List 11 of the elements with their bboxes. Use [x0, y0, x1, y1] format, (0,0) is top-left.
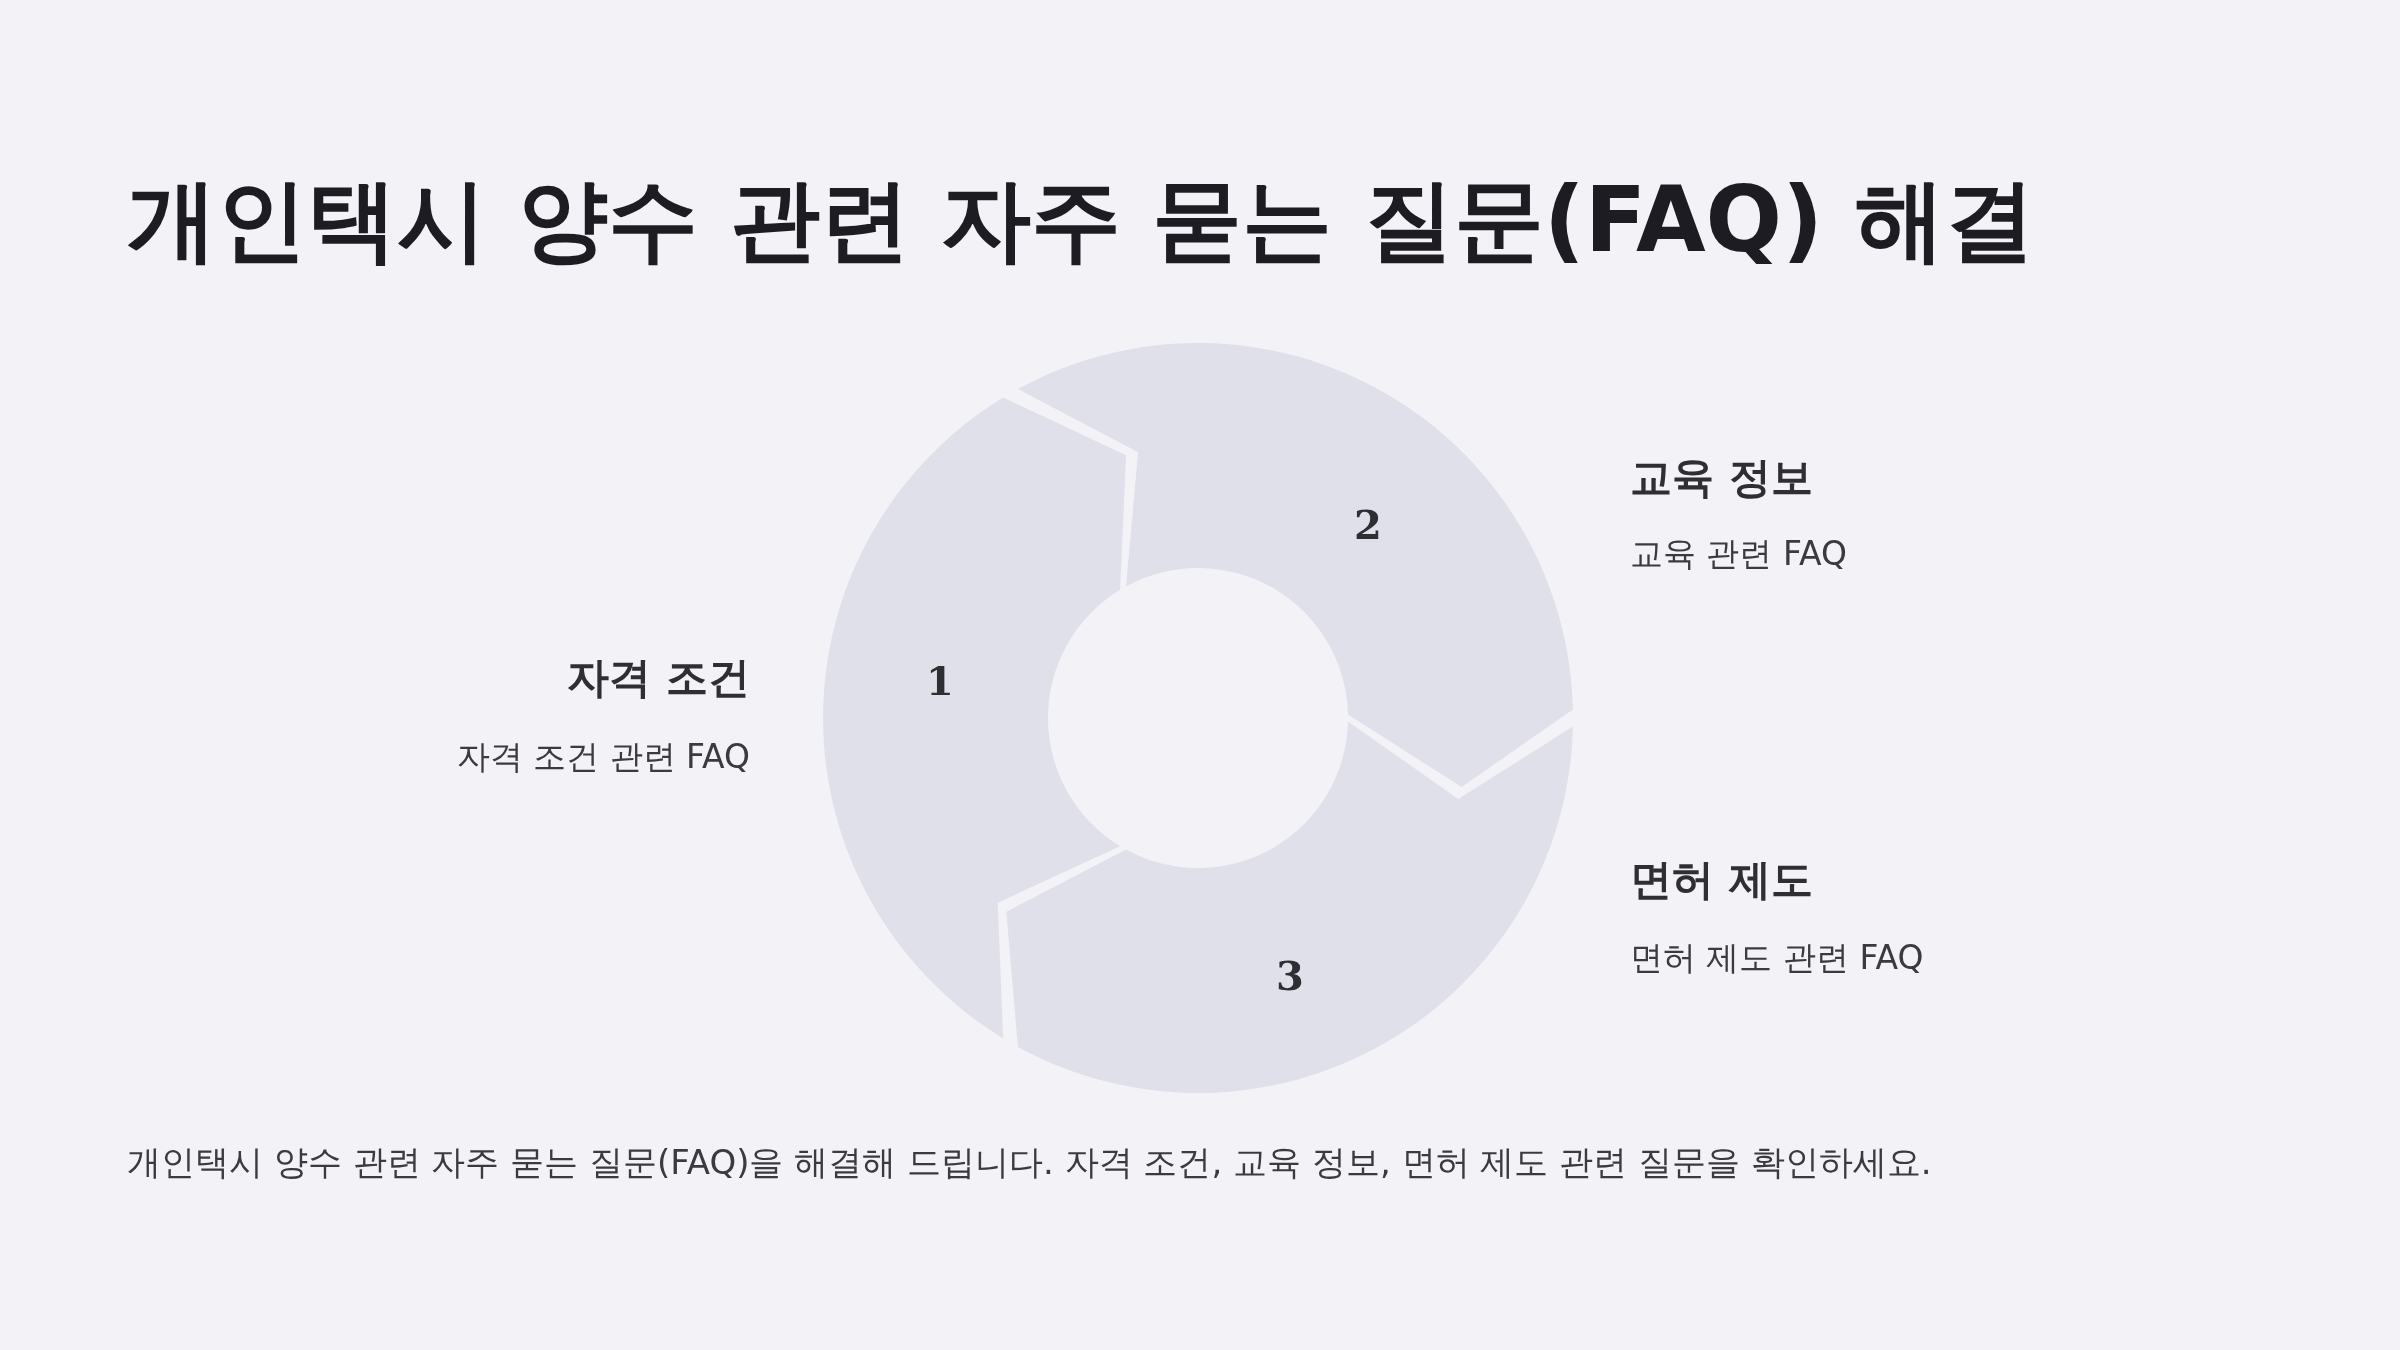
step-description: 교육 관련 FAQ [1630, 533, 1847, 575]
step-heading: 면허 제도 [1630, 854, 1813, 906]
step-number: 1 [926, 656, 954, 704]
step-number: 2 [1354, 500, 1382, 548]
step-description: 면허 제도 관련 FAQ [1630, 937, 1924, 979]
step-number: 3 [1276, 951, 1304, 999]
step-description: 자격 조건 관련 FAQ [456, 736, 750, 778]
caption: 개인택시 양수 관련 자주 묻는 질문(FAQ)을 해결해 드립니다. 자격 조건, 교육 정보, 면허 제도 관련 질문을 확인하세요. [127, 1141, 1932, 1184]
step-heading: 자격 조건 [567, 652, 750, 704]
title: 개인택시 양수 관련 자주 묻는 질문(FAQ) 해결 [127, 166, 2035, 274]
step-heading: 교육 정보 [1630, 452, 1813, 504]
